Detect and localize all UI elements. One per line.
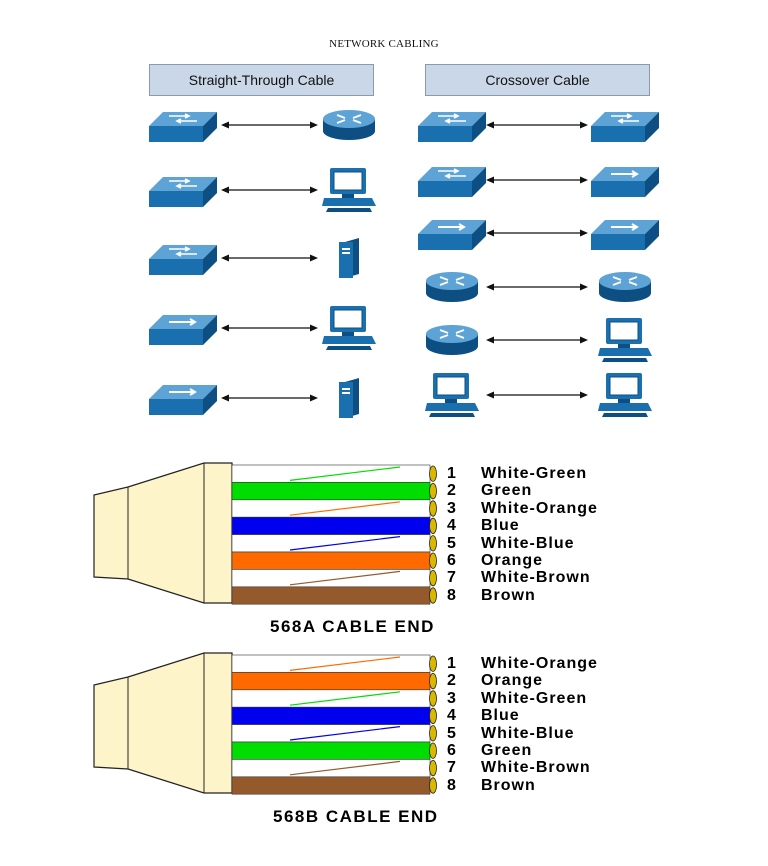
cable-568b [93,652,437,795]
device-connections [149,110,659,418]
cable-a-pin-3-number: 3 [447,499,456,517]
cable-a-pin-2-label: Green [481,482,533,500]
crossover-row-1-arrow [486,176,588,184]
cable-a-pin-6-label: Orange [481,552,544,569]
straight-row-4-left-hub-icon [149,385,217,415]
straight-row-3-right-workstation-icon [322,306,376,350]
cable-b-pin-8-number: 8 [447,776,456,794]
cable-a-pin-5-number: 5 [447,534,456,552]
crossover-row-5-left-workstation-icon [425,373,479,417]
crossover-row-3-left-router-icon [426,272,478,302]
cable-568a [93,462,437,605]
cable-b-pin-5-number: 5 [447,724,456,742]
cable-a-wire-6 [231,551,437,570]
crossover-row-2-right-hub-icon [591,220,659,250]
cable-b-pin-3-number: 3 [447,689,456,707]
cable-b-wire-3 [231,689,437,708]
straight-row-3-left-hub-icon [149,315,217,345]
crossover-row-2-arrow [486,229,588,237]
cable-a-pin-6-number: 6 [447,552,456,569]
cable-b-pin-5-label: White-Blue [481,724,575,742]
cable-a-pin-1-number: 1 [447,465,456,482]
cable-a-pin-8-number: 8 [447,586,456,604]
page-title: NETWORK CABLING [329,38,439,50]
crossover-row-4-right-workstation-icon [598,318,652,362]
crossover-row-1-left-switch-icon [418,167,486,197]
straight-row-2-right-server-icon [339,238,359,278]
crossover-row-0-left-switch-icon [418,112,486,142]
cable-b-wire-4 [231,706,437,725]
cable-a-wire-1 [231,464,437,483]
cable-b-pin-6-number: 6 [447,742,456,759]
crossover-header: Crossover Cable [425,64,650,96]
cable-b-pin-7-number: 7 [447,759,456,777]
cable-b-pin-2-label: Orange [481,672,544,690]
straight-row-0-left-switch-icon [149,112,217,142]
crossover-row-4-left-router-icon [426,325,478,355]
straight-row-2-arrow [221,254,318,262]
crossover-row-4-arrow [486,336,588,344]
crossover-row-3-right-router-icon [599,272,651,302]
straight-through-header: Straight-Through Cable [149,64,374,96]
cable-b-wire-1 [231,654,437,673]
cable-b-wire-8 [231,776,437,795]
cable-b-pin-1-number: 1 [447,655,456,672]
straight-row-4-right-server-icon [339,378,359,418]
cable-a-wire-8 [231,586,437,605]
cable-a-pin-7-label: White-Brown [481,569,591,587]
crossover-row-2-left-hub-icon [418,220,486,250]
cable-568b-title: 568B CABLE END [273,807,439,826]
cable-a-pin-4-number: 4 [447,517,456,535]
straight-row-1-right-workstation-icon [322,168,376,212]
crossover-row-0-arrow [486,121,588,129]
cable-b-pin-4-number: 4 [447,707,456,725]
cable-b-pin-4-label: Blue [481,707,520,725]
straight-row-1-arrow [221,186,318,194]
straight-row-0-right-router-icon [323,110,375,140]
straight-row-0-arrow [221,121,318,129]
cable-b-wire-5 [231,724,437,743]
cable-a-wire-2 [231,482,437,501]
cable-b-pin-1-label: White-Orange [481,655,598,672]
cable-b-pin-8-label: Brown [481,776,536,794]
cable-b-wire-7 [231,759,437,778]
cable-b-pin-6-label: Green [481,742,533,759]
straight-row-3-arrow [221,324,318,332]
crossover-row-3-arrow [486,283,588,291]
crossover-row-0-right-switch-icon [591,112,659,142]
crossover-row-5-right-workstation-icon [598,373,652,417]
cable-a-wire-3 [231,499,437,518]
cable-a-wire-7 [231,569,437,588]
cable-b-pin-7-label: White-Brown [481,759,591,777]
straight-row-4-arrow [221,394,318,402]
crossover-row-1-right-hub-icon [591,167,659,197]
cable-b-wire-2 [231,672,437,691]
straight-row-1-left-switch-icon [149,177,217,207]
cable-a-pin-2-number: 2 [447,482,456,500]
straight-row-2-left-switch-icon [149,245,217,275]
cable-a-pin-7-number: 7 [447,569,456,587]
crossover-row-5-arrow [486,391,588,399]
cable-a-wire-5 [231,534,437,553]
cable-a-pin-5-label: White-Blue [481,534,575,552]
cable-b-pin-2-number: 2 [447,672,456,690]
cable-a-pin-3-label: White-Orange [481,499,598,517]
cable-a-pin-4-label: Blue [481,517,520,535]
cable-568a-title: 568A CABLE END [270,617,435,636]
cable-a-pin-8-label: Brown [481,586,536,604]
cable-a-pin-1-label: White-Green [481,465,588,482]
cable-b-pin-3-label: White-Green [481,689,588,707]
cable-b-wire-6 [231,741,437,760]
cable-a-wire-4 [231,516,437,535]
